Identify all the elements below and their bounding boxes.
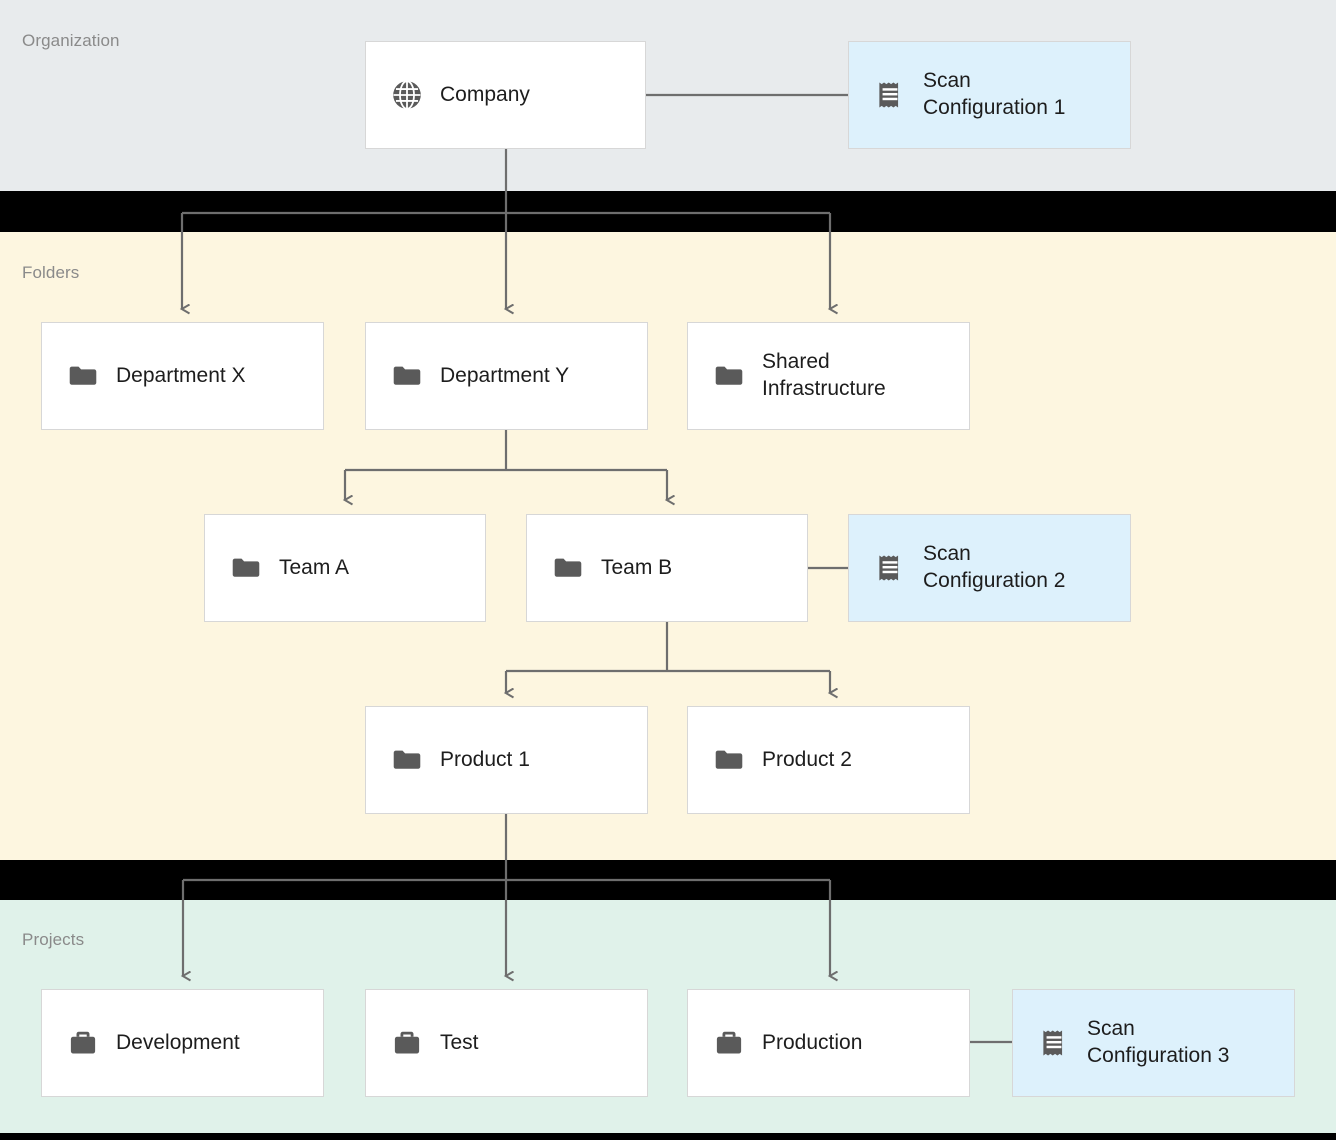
band-label-projects: Projects (22, 930, 85, 949)
node-label: Test (440, 1030, 479, 1054)
folder-icon (232, 558, 260, 577)
node-label: Production (762, 1030, 863, 1054)
node-label: Development (116, 1030, 240, 1054)
node-scan-configuration-3[interactable]: Scan Configuration 3 (1012, 989, 1295, 1097)
folder-icon (393, 750, 421, 769)
folder-icon (715, 366, 743, 385)
node-label: Product 1 (440, 747, 530, 771)
node-scan-configuration-2[interactable]: Scan Configuration 2 (848, 514, 1131, 622)
node-label: Scan Configuration 2 (923, 542, 1066, 592)
node-label: Shared Infrastructure (762, 350, 886, 400)
node-test[interactable]: Test (365, 989, 648, 1097)
node-scan-configuration-1[interactable]: Scan Configuration 1 (848, 41, 1131, 149)
node-shared-infrastructure[interactable]: Shared Infrastructure (687, 322, 970, 430)
folder-icon (69, 366, 97, 385)
node-company[interactable]: Company (365, 41, 646, 149)
briefcase-icon (70, 1031, 96, 1054)
node-department-y[interactable]: Department Y (365, 322, 648, 430)
folder-icon (554, 558, 582, 577)
bottom-rule (0, 1133, 1336, 1140)
node-department-x[interactable]: Department X (41, 322, 324, 430)
node-label: Department Y (440, 363, 570, 387)
node-product-2[interactable]: Product 2 (687, 706, 970, 814)
node-label: Scan Configuration 3 (1087, 1017, 1230, 1067)
scan-config-icon (879, 82, 899, 108)
node-label: Company (440, 82, 530, 106)
band-label-organization: Organization (22, 31, 120, 50)
globe-icon (393, 80, 421, 110)
scan-config-icon (1043, 1030, 1063, 1056)
node-product-1[interactable]: Product 1 (365, 706, 648, 814)
folder-icon (393, 366, 421, 385)
scan-config-icon (879, 555, 899, 581)
folder-icon (715, 750, 743, 769)
briefcase-icon (716, 1031, 742, 1054)
node-label: Team B (601, 555, 673, 579)
node-label: Scan Configuration 1 (923, 69, 1066, 119)
briefcase-icon (394, 1031, 420, 1054)
node-development[interactable]: Development (41, 989, 324, 1097)
node-label: Team A (279, 555, 350, 579)
node-production[interactable]: Production (687, 989, 970, 1097)
band-label-folders: Folders (22, 263, 80, 282)
band-organization (0, 0, 1336, 191)
node-team-b[interactable]: Team B (526, 514, 808, 622)
node-label: Product 2 (762, 747, 852, 771)
node-label: Department X (116, 363, 246, 387)
node-team-a[interactable]: Team A (204, 514, 486, 622)
